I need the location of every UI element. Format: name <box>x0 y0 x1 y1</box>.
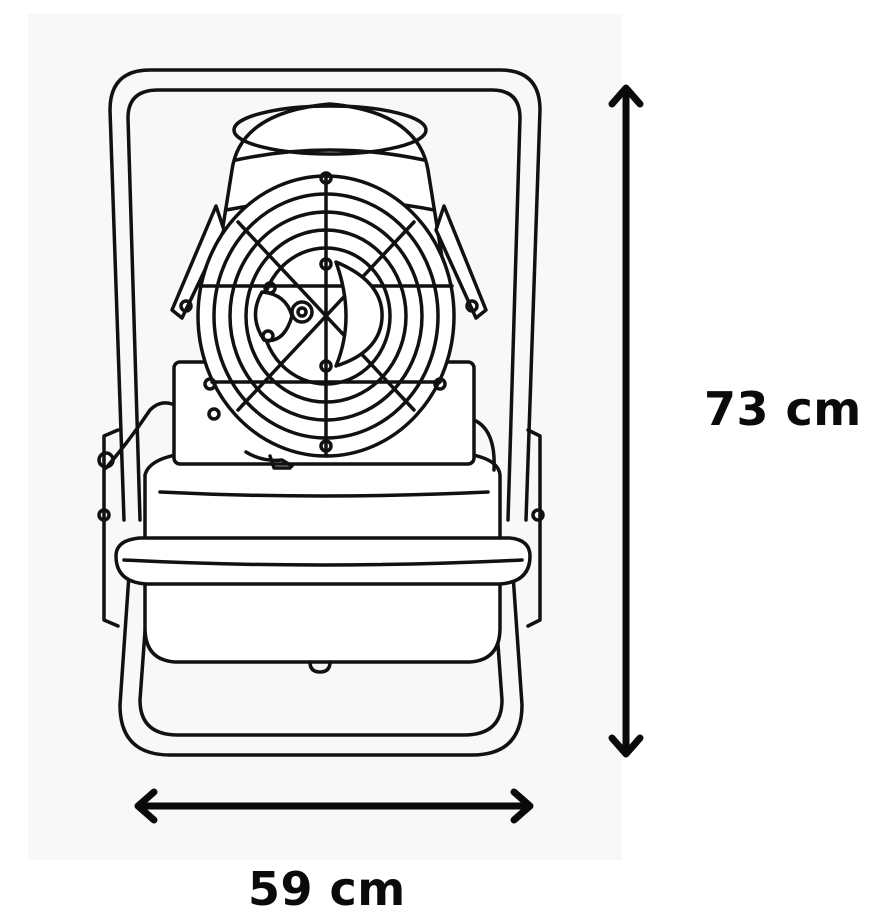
grill-bolt-outer-right <box>433 377 447 391</box>
space-heater-drawing-icon <box>97 68 545 757</box>
housing-screw <box>207 407 221 421</box>
frame-inner <box>126 88 522 522</box>
bracket-bolt-right <box>465 299 479 313</box>
tank-seam <box>158 490 490 498</box>
stand-outer <box>118 558 524 757</box>
height-dimension-label: 73 cm <box>704 382 862 436</box>
left-bolt <box>97 508 111 522</box>
fan-blade-left <box>253 290 294 343</box>
hose-right <box>472 418 496 472</box>
double-arrow-horizontal-icon <box>134 788 534 824</box>
right-bolt <box>531 508 545 522</box>
stand-inner <box>138 588 504 737</box>
grill-bolt-left-1 <box>263 281 277 295</box>
fan-grill-spokes <box>198 174 454 458</box>
grill-bolt-outer-left <box>203 377 217 391</box>
frame-outer <box>108 68 542 522</box>
fan-hub-outer <box>290 300 314 324</box>
front-tray <box>114 536 532 586</box>
front-tray-lip <box>122 558 524 567</box>
side-bracket-left <box>102 428 120 628</box>
fan-blade-crescent <box>334 260 384 368</box>
grill-bolt-lower <box>319 359 333 373</box>
tank-drain <box>308 660 332 674</box>
grill-bolt-bottom <box>319 439 333 453</box>
grill-bolt-upper <box>319 257 333 271</box>
double-arrow-vertical-icon <box>608 84 644 758</box>
width-dimension-label: 59 cm <box>248 862 406 916</box>
nozzle-fitting <box>244 450 294 470</box>
bracket-right <box>434 204 488 320</box>
bracket-left <box>170 204 226 320</box>
left-cable <box>104 401 174 470</box>
cylinder-rear <box>232 104 428 156</box>
bracket-bolt-left <box>179 299 193 313</box>
grill-bolt-left-2 <box>261 329 275 343</box>
fan-hub-inner <box>296 306 308 318</box>
grill-bolt-top <box>319 171 333 185</box>
side-bracket-right <box>526 428 542 628</box>
